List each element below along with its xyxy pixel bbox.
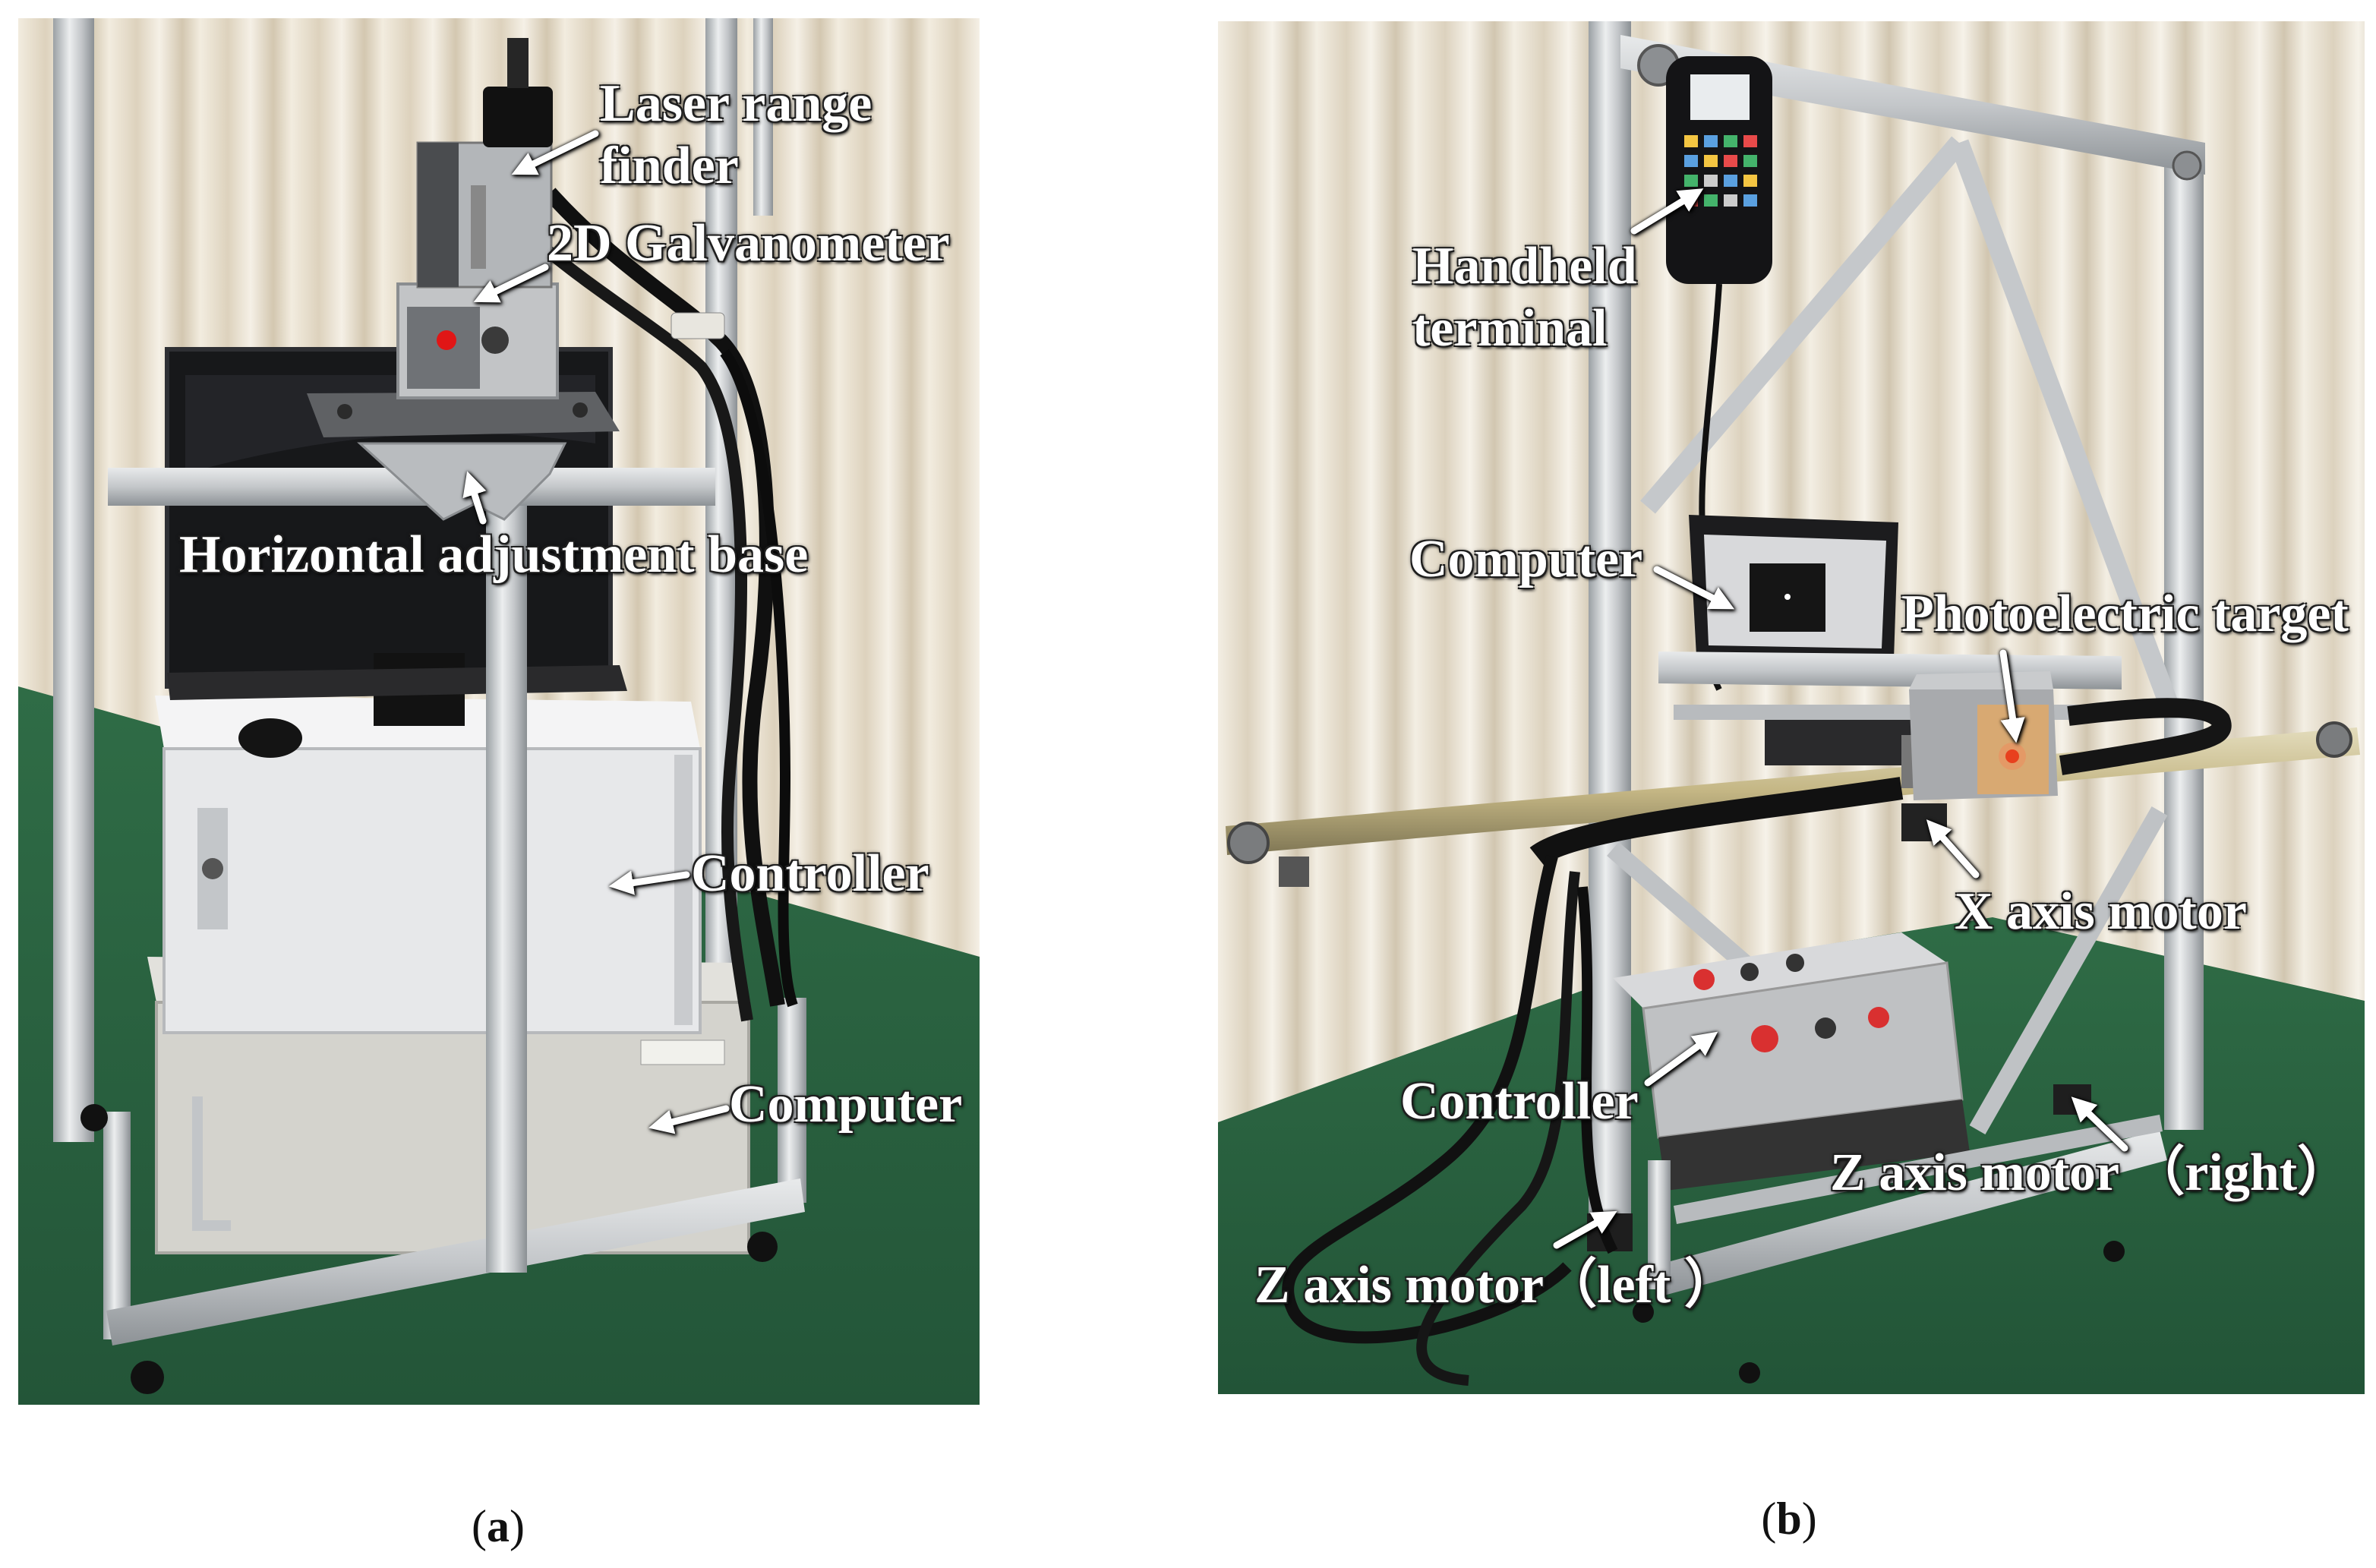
- label-photoelectric-target: Photoelectric target: [1901, 585, 2349, 643]
- label-computer-b: Computer: [1409, 530, 1643, 588]
- base-frame: [80, 998, 806, 1394]
- drag-chain: [1529, 698, 2232, 866]
- arrow-photoelectric-target: [1999, 649, 2025, 743]
- front-frame-upright: [486, 466, 527, 1273]
- label-controller-b: Controller: [1400, 1072, 1639, 1131]
- label-z-axis-motor-right: Z axis motor （right）: [1830, 1144, 2351, 1202]
- annotation-arrows-b: [1553, 188, 2128, 1249]
- mouse: [238, 718, 302, 758]
- label-line: terminal: [1412, 299, 1608, 358]
- caption-a: (a): [422, 1500, 574, 1553]
- label-x-axis-motor: X axis motor: [1955, 882, 2247, 941]
- 2d-galvanometer: [396, 282, 559, 399]
- arrow-z-axis-motor-right: [2071, 1096, 2128, 1152]
- mounting-plate: [307, 392, 620, 437]
- left-frame-upright: [53, 18, 94, 1142]
- arrow-x-axis-motor: [1926, 819, 1980, 879]
- label-computer-a: Computer: [729, 1075, 963, 1134]
- arrow-handheld-terminal: [1630, 188, 1704, 235]
- caption-paren-open: (: [1761, 1494, 1777, 1544]
- photo-panel-a: Laser range finder 2D Galvanometer Horiz…: [18, 18, 980, 1405]
- arrow-laser-range-finder: [511, 130, 599, 175]
- controller-box: [155, 696, 702, 1034]
- caption-letter: b: [1776, 1494, 1802, 1544]
- cable-bundle: [538, 188, 798, 1022]
- caption-paren-close: ): [1801, 1494, 1817, 1544]
- label-line: Handheld: [1412, 237, 1637, 295]
- annotation-arrows-a: [462, 130, 730, 1134]
- arrow-computer-a: [648, 1105, 730, 1134]
- label-horizontal-adjustment-base: Horizontal adjustment base: [179, 525, 809, 584]
- controller-cabinet: [1613, 932, 1970, 1191]
- label-line: Laser range: [600, 74, 872, 133]
- arrow-computer-b: [1653, 566, 1735, 610]
- handheld-terminal: [1666, 56, 1772, 691]
- arrow-horizontal-adjustment-base: [462, 471, 487, 525]
- label-2d-galvanometer: 2D Galvanometer: [547, 214, 950, 273]
- label-z-axis-motor-left: Z axis motor（left ）: [1254, 1256, 1737, 1314]
- label-controller-a: Controller: [691, 844, 929, 903]
- label-handheld-terminal: Handheld terminal: [1412, 235, 1637, 360]
- base-frame: [1633, 1115, 2167, 1383]
- label-laser-range-finder: Laser range finder: [600, 73, 872, 197]
- arrow-controller-b: [1644, 1031, 1718, 1087]
- photo-panel-b: Handheld terminal Computer Photoelectric…: [1218, 21, 2365, 1394]
- photo-b-scene: [1218, 21, 2365, 1394]
- horizontal-adjustment-base: [108, 442, 715, 521]
- label-line: finder: [600, 137, 739, 195]
- caption-letter: a: [487, 1501, 510, 1551]
- caption-paren-close: ): [510, 1501, 525, 1551]
- caption-b: (b): [1713, 1492, 1865, 1545]
- laser-spot: [437, 330, 456, 350]
- caption-paren-open: (: [472, 1501, 487, 1551]
- arrow-2d-galvanometer: [473, 263, 549, 303]
- arrow-controller-a: [608, 870, 690, 895]
- arrow-z-axis-motor-left: [1553, 1210, 1617, 1249]
- photo-a-scene: [18, 18, 980, 1405]
